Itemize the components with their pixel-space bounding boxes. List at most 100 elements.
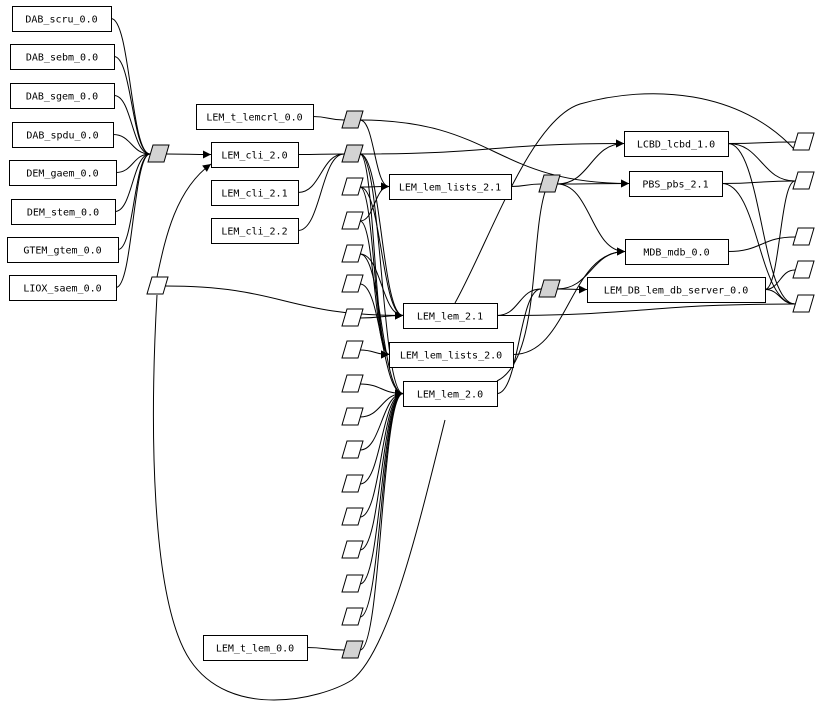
edge-LEM_lem_2.1-to-r1 xyxy=(454,93,796,304)
node-box xyxy=(10,44,115,70)
edge-DAB_sebm_0.0-to-j_dab xyxy=(113,56,151,155)
junction-j_cli[interactable] xyxy=(341,144,364,163)
junction-c9[interactable] xyxy=(341,474,364,493)
node-LEM_cli_2.2[interactable]: LEM_cli_2.2 xyxy=(211,218,299,244)
junction-c10[interactable] xyxy=(341,507,364,526)
junction-c13[interactable] xyxy=(341,607,364,626)
junction-c4[interactable] xyxy=(341,308,364,327)
node-DEM_stem_0.0[interactable]: DEM_stem_0.0 xyxy=(11,199,116,225)
edge-j_cli-to-LEM_lem_2.0 xyxy=(359,153,404,398)
node-box xyxy=(624,131,729,157)
node-label: DEM_gaem_0.0 xyxy=(26,169,98,180)
junction-r5[interactable] xyxy=(792,294,815,313)
junction-j_dab[interactable] xyxy=(147,144,170,163)
node-box xyxy=(629,171,723,197)
edge-LEM_lem_2.0-to-j_lem21 xyxy=(496,288,542,394)
node-LEM_cli_2.0[interactable]: LEM_cli_2.0 xyxy=(211,142,299,168)
edge-j_lists21-to-PBS_pbs_2.1 xyxy=(556,179,630,188)
node-box xyxy=(12,6,112,32)
edge-LCBD_lcbd_1.0-to-r5 xyxy=(727,143,796,305)
node-label: DAB_sgem_0.0 xyxy=(26,92,98,103)
edge-j_lemcrl-to-LEM_lem_lists_2.1 xyxy=(359,119,390,191)
node-box xyxy=(196,104,314,130)
junction-j_lem21[interactable] xyxy=(538,279,561,298)
node-LEM_lem_lists_2.1[interactable]: LEM_lem_lists_2.1 xyxy=(389,174,512,200)
edge-j_cli-to-LCBD_lcbd_1.0 xyxy=(359,139,625,155)
edge-LEM_lem_2.1-to-r5 xyxy=(496,303,796,316)
node-label: DAB_spdu_0.0 xyxy=(26,131,98,142)
node-label: LIOX_saem_0.0 xyxy=(23,284,101,295)
edge-LEM_DB_lem_db_server_0.0-to-r4 xyxy=(764,269,796,290)
node-label: LEM_lem_lists_2.1 xyxy=(399,183,501,194)
edge-c2-to-LEM_lem_lists_2.0 xyxy=(359,220,390,359)
junction-j_tlem[interactable] xyxy=(341,640,364,659)
edge-j_lem21-to-MDB_mdb_0.0 xyxy=(556,247,626,290)
junction-c5[interactable] xyxy=(341,340,364,359)
node-GTEM_gtem_0.0[interactable]: GTEM_gtem_0.0 xyxy=(7,237,119,263)
node-label: LEM_lem_2.1 xyxy=(417,312,483,323)
edge-c10-to-LEM_lem_2.0 xyxy=(359,389,404,518)
edge-MDB_mdb_0.0-to-r3 xyxy=(727,236,796,252)
node-label: LEM_lem_2.0 xyxy=(417,390,483,401)
node-box xyxy=(203,635,308,661)
junction-r2[interactable] xyxy=(792,171,815,190)
junction-c7[interactable] xyxy=(341,407,364,426)
edge-LEM_cli_2.1-to-j_cli xyxy=(297,153,345,193)
junction-j_lists21[interactable] xyxy=(538,174,561,193)
node-LEM_cli_2.1[interactable]: LEM_cli_2.1 xyxy=(211,180,299,206)
edge-c5-to-LEM_lem_lists_2.0 xyxy=(359,349,390,359)
junction-r4[interactable] xyxy=(792,260,815,279)
junction-c11[interactable] xyxy=(341,540,364,559)
node-PBS_pbs_2.1[interactable]: PBS_pbs_2.1 xyxy=(629,171,723,197)
junction-r3[interactable] xyxy=(792,227,815,246)
junction-c6[interactable] xyxy=(341,374,364,393)
junction-j_lemcrl[interactable] xyxy=(341,110,364,129)
junction-c2[interactable] xyxy=(341,211,364,230)
edge-PBS_pbs_2.1-to-r5 xyxy=(721,183,796,305)
edge-DAB_sgem_0.0-to-j_dab xyxy=(113,95,151,155)
node-label: MDB_mdb_0.0 xyxy=(643,248,709,259)
node-box xyxy=(587,277,766,303)
edge-LEM_DB_lem_db_server_0.0-to-r5 xyxy=(764,289,796,305)
node-LCBD_lcbd_1.0[interactable]: LCBD_lcbd_1.0 xyxy=(624,131,729,157)
edge-LEM_lem_lists_2.1-to-j_lists21 xyxy=(510,183,542,187)
node-MDB_mdb_0.0[interactable]: MDB_mdb_0.0 xyxy=(625,239,729,265)
node-box xyxy=(12,122,114,148)
edge-LEM_lem_2.1-to-j_lem21 xyxy=(496,288,542,316)
edge-c11-to-LEM_lem_2.0 xyxy=(359,389,404,551)
junction-r1[interactable] xyxy=(792,132,815,151)
edge-c4-to-LEM_lem_2.1 xyxy=(359,311,404,320)
junction-c8[interactable] xyxy=(341,440,364,459)
junction-j_liox[interactable] xyxy=(146,276,169,295)
node-LEM_lem_2.0[interactable]: LEM_lem_2.0 xyxy=(403,381,498,407)
node-box xyxy=(10,83,115,109)
node-label: LEM_t_lemcrl_0.0 xyxy=(206,113,302,124)
node-label: DAB_scru_0.0 xyxy=(25,15,97,26)
node-label: LEM_lem_lists_2.0 xyxy=(400,351,502,362)
junction-c14[interactable] xyxy=(341,274,364,293)
node-DAB_sebm_0.0[interactable]: DAB_sebm_0.0 xyxy=(10,44,115,70)
edge-c3-to-LEM_lem_2.0 xyxy=(359,253,404,398)
node-LEM_t_lem_0.0[interactable]: LEM_t_lem_0.0 xyxy=(203,635,308,661)
node-DAB_sgem_0.0[interactable]: DAB_sgem_0.0 xyxy=(10,83,115,109)
node-LIOX_saem_0.0[interactable]: LIOX_saem_0.0 xyxy=(9,275,117,301)
node-LEM_DB_lem_db_server_0.0[interactable]: LEM_DB_lem_db_server_0.0 xyxy=(587,277,766,303)
node-DAB_scru_0.0[interactable]: DAB_scru_0.0 xyxy=(12,6,112,32)
node-box xyxy=(403,381,498,407)
node-label: GTEM_gtem_0.0 xyxy=(23,246,101,257)
junction-c12[interactable] xyxy=(341,574,364,593)
edge-LEM_cli_2.0-to-j_cli xyxy=(297,153,345,155)
node-DEM_gaem_0.0[interactable]: DEM_gaem_0.0 xyxy=(9,160,117,186)
node-DAB_spdu_0.0[interactable]: DAB_spdu_0.0 xyxy=(12,122,114,148)
node-label: LCBD_lcbd_1.0 xyxy=(637,140,715,151)
node-box xyxy=(625,239,729,265)
node-box xyxy=(9,275,117,301)
node-LEM_t_lemcrl_0.0[interactable]: LEM_t_lemcrl_0.0 xyxy=(196,104,314,130)
junction-c1[interactable] xyxy=(341,177,364,196)
edge-c1-to-LEM_lem_2.1 xyxy=(359,186,404,320)
node-label: LEM_DB_lem_db_server_0.0 xyxy=(604,286,749,297)
node-LEM_lem_2.1[interactable]: LEM_lem_2.1 xyxy=(403,303,498,329)
junction-c3[interactable] xyxy=(341,244,364,263)
node-LEM_lem_lists_2.0[interactable]: LEM_lem_lists_2.0 xyxy=(389,342,514,368)
